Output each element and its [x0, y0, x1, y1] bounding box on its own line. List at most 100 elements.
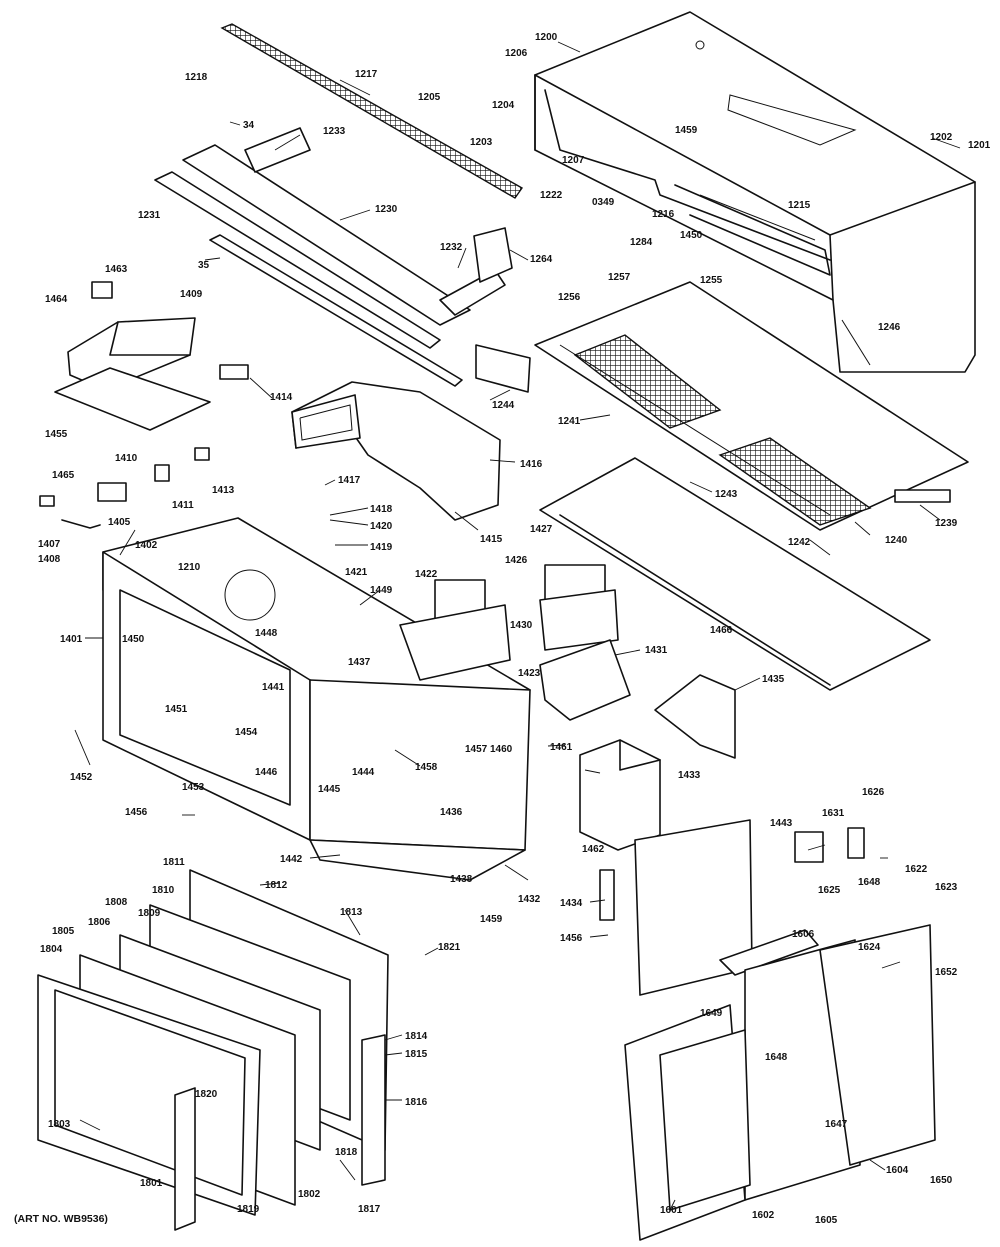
label-1456: 1456 [560, 933, 583, 944]
label-1816: 1816 [405, 1097, 428, 1108]
label-1216: 1216 [652, 209, 675, 220]
bracket-1431 [539, 639, 631, 721]
label-1649: 1649 [700, 1008, 723, 1019]
label-1445: 1445 [318, 784, 341, 795]
label-1244: 1244 [492, 400, 515, 411]
label-1606: 1606 [792, 929, 815, 940]
magnetron-1426 [539, 564, 619, 651]
rail-assembly-1230 [154, 127, 531, 393]
label-1462: 1462 [582, 844, 605, 855]
label-1452: 1452 [70, 772, 93, 783]
label-1423: 1423 [518, 668, 541, 679]
label-1803: 1803 [48, 1119, 71, 1130]
label-1246: 1246 [878, 322, 901, 333]
top-hatched-vent-1217 [220, 23, 524, 199]
label-1465: 1465 [52, 470, 75, 481]
label-1255: 1255 [700, 275, 723, 286]
label-1624: 1624 [858, 942, 881, 953]
label-1809: 1809 [138, 908, 161, 919]
part-labels: 1200 1202 1201 1205 1206 1203 1204 1207 … [14, 32, 991, 1226]
label-1222: 1222 [540, 190, 563, 201]
label-1463: 1463 [105, 264, 128, 275]
label-1437-top: 1437 [348, 657, 371, 668]
label-1233: 1233 [323, 126, 346, 137]
label-1437: 1457 [465, 744, 488, 755]
label-1802: 1802 [298, 1189, 321, 1200]
label-1446: 1446 [255, 767, 278, 778]
label-1202: 1202 [930, 132, 953, 143]
main-chassis-1401 [102, 517, 531, 881]
label-1811: 1811 [163, 857, 185, 868]
label-1464: 1464 [45, 294, 68, 305]
label-1416: 1416 [520, 459, 543, 470]
label-1601: 1601 [660, 1205, 683, 1216]
label-1650: 1650 [930, 1175, 953, 1186]
label-1814: 1814 [405, 1031, 428, 1042]
label-1264: 1264 [530, 254, 553, 265]
label-34: 34 [243, 120, 255, 131]
label-1442: 1442 [280, 854, 303, 865]
label-1430: 1430 [510, 620, 533, 631]
bracket-1409 [54, 317, 211, 431]
label-1817: 1817 [358, 1204, 381, 1215]
label-1454: 1454 [235, 727, 258, 738]
label-1623: 1623 [935, 882, 958, 893]
label-1460: 1460 [490, 744, 513, 755]
label-1449: 1449 [370, 585, 393, 596]
label-1241: 1241 [558, 416, 581, 427]
label-1647: 1647 [825, 1119, 848, 1130]
label-1242: 1242 [788, 537, 811, 548]
label-1813: 1813 [340, 907, 363, 918]
label-1257: 1257 [608, 272, 631, 283]
label-1631: 1631 [822, 808, 845, 819]
label-1200: 1200 [535, 32, 558, 43]
label-1407: 1407 [38, 539, 61, 550]
label-1450: 1450 [122, 634, 145, 645]
label-1417: 1417 [338, 475, 361, 486]
label-1605: 1605 [815, 1215, 838, 1226]
label-1427: 1427 [530, 524, 553, 535]
label-1284: 1284 [630, 237, 653, 248]
label-1232: 1232 [440, 242, 463, 253]
label-1203: 1203 [470, 137, 493, 148]
label-1456-left: 1456 [125, 807, 148, 818]
label-1451: 1451 [165, 704, 188, 715]
label-1210: 1210 [178, 562, 201, 573]
door-assembly [37, 869, 389, 1231]
label-1806: 1806 [88, 917, 111, 928]
label-1206: 1206 [505, 48, 528, 59]
label-1422: 1422 [415, 569, 438, 580]
label-1413: 1413 [212, 485, 235, 496]
label-1205: 1205 [418, 92, 441, 103]
label-1420: 1420 [370, 521, 393, 532]
label-0349: 0349 [592, 197, 615, 208]
label-1466: 1466 [710, 625, 733, 636]
label-1402: 1402 [135, 540, 158, 551]
cover-1435 [654, 674, 736, 759]
label-1434: 1434 [560, 898, 583, 909]
base-pan-1466 [539, 457, 931, 691]
label-1455: 1455 [45, 429, 68, 440]
label-1450-top: 1450 [680, 230, 703, 241]
label-1443: 1443 [770, 818, 793, 829]
air-duct-1415 [291, 381, 501, 521]
label-1410: 1410 [115, 453, 138, 464]
label-1805: 1805 [52, 926, 75, 937]
label-1819: 1819 [237, 1204, 260, 1215]
label-35: 35 [198, 260, 210, 271]
label-1453: 1453 [182, 782, 205, 793]
label-1215: 1215 [788, 200, 811, 211]
label-1230: 1230 [375, 204, 398, 215]
label-1240: 1240 [885, 535, 908, 546]
label-1239: 1239 [935, 518, 958, 529]
label-1218: 1218 [185, 72, 208, 83]
label-1256: 1256 [558, 292, 581, 303]
label-1448: 1448 [255, 628, 278, 639]
control-panel-assembly [599, 827, 936, 1241]
label-1441: 1441 [262, 682, 285, 693]
small-parts-left [39, 281, 249, 529]
label-1414: 1414 [270, 392, 293, 403]
label-1433: 1433 [678, 770, 701, 781]
label-1602: 1602 [752, 1210, 775, 1221]
label-1459-bottom: 1459 [480, 914, 503, 925]
